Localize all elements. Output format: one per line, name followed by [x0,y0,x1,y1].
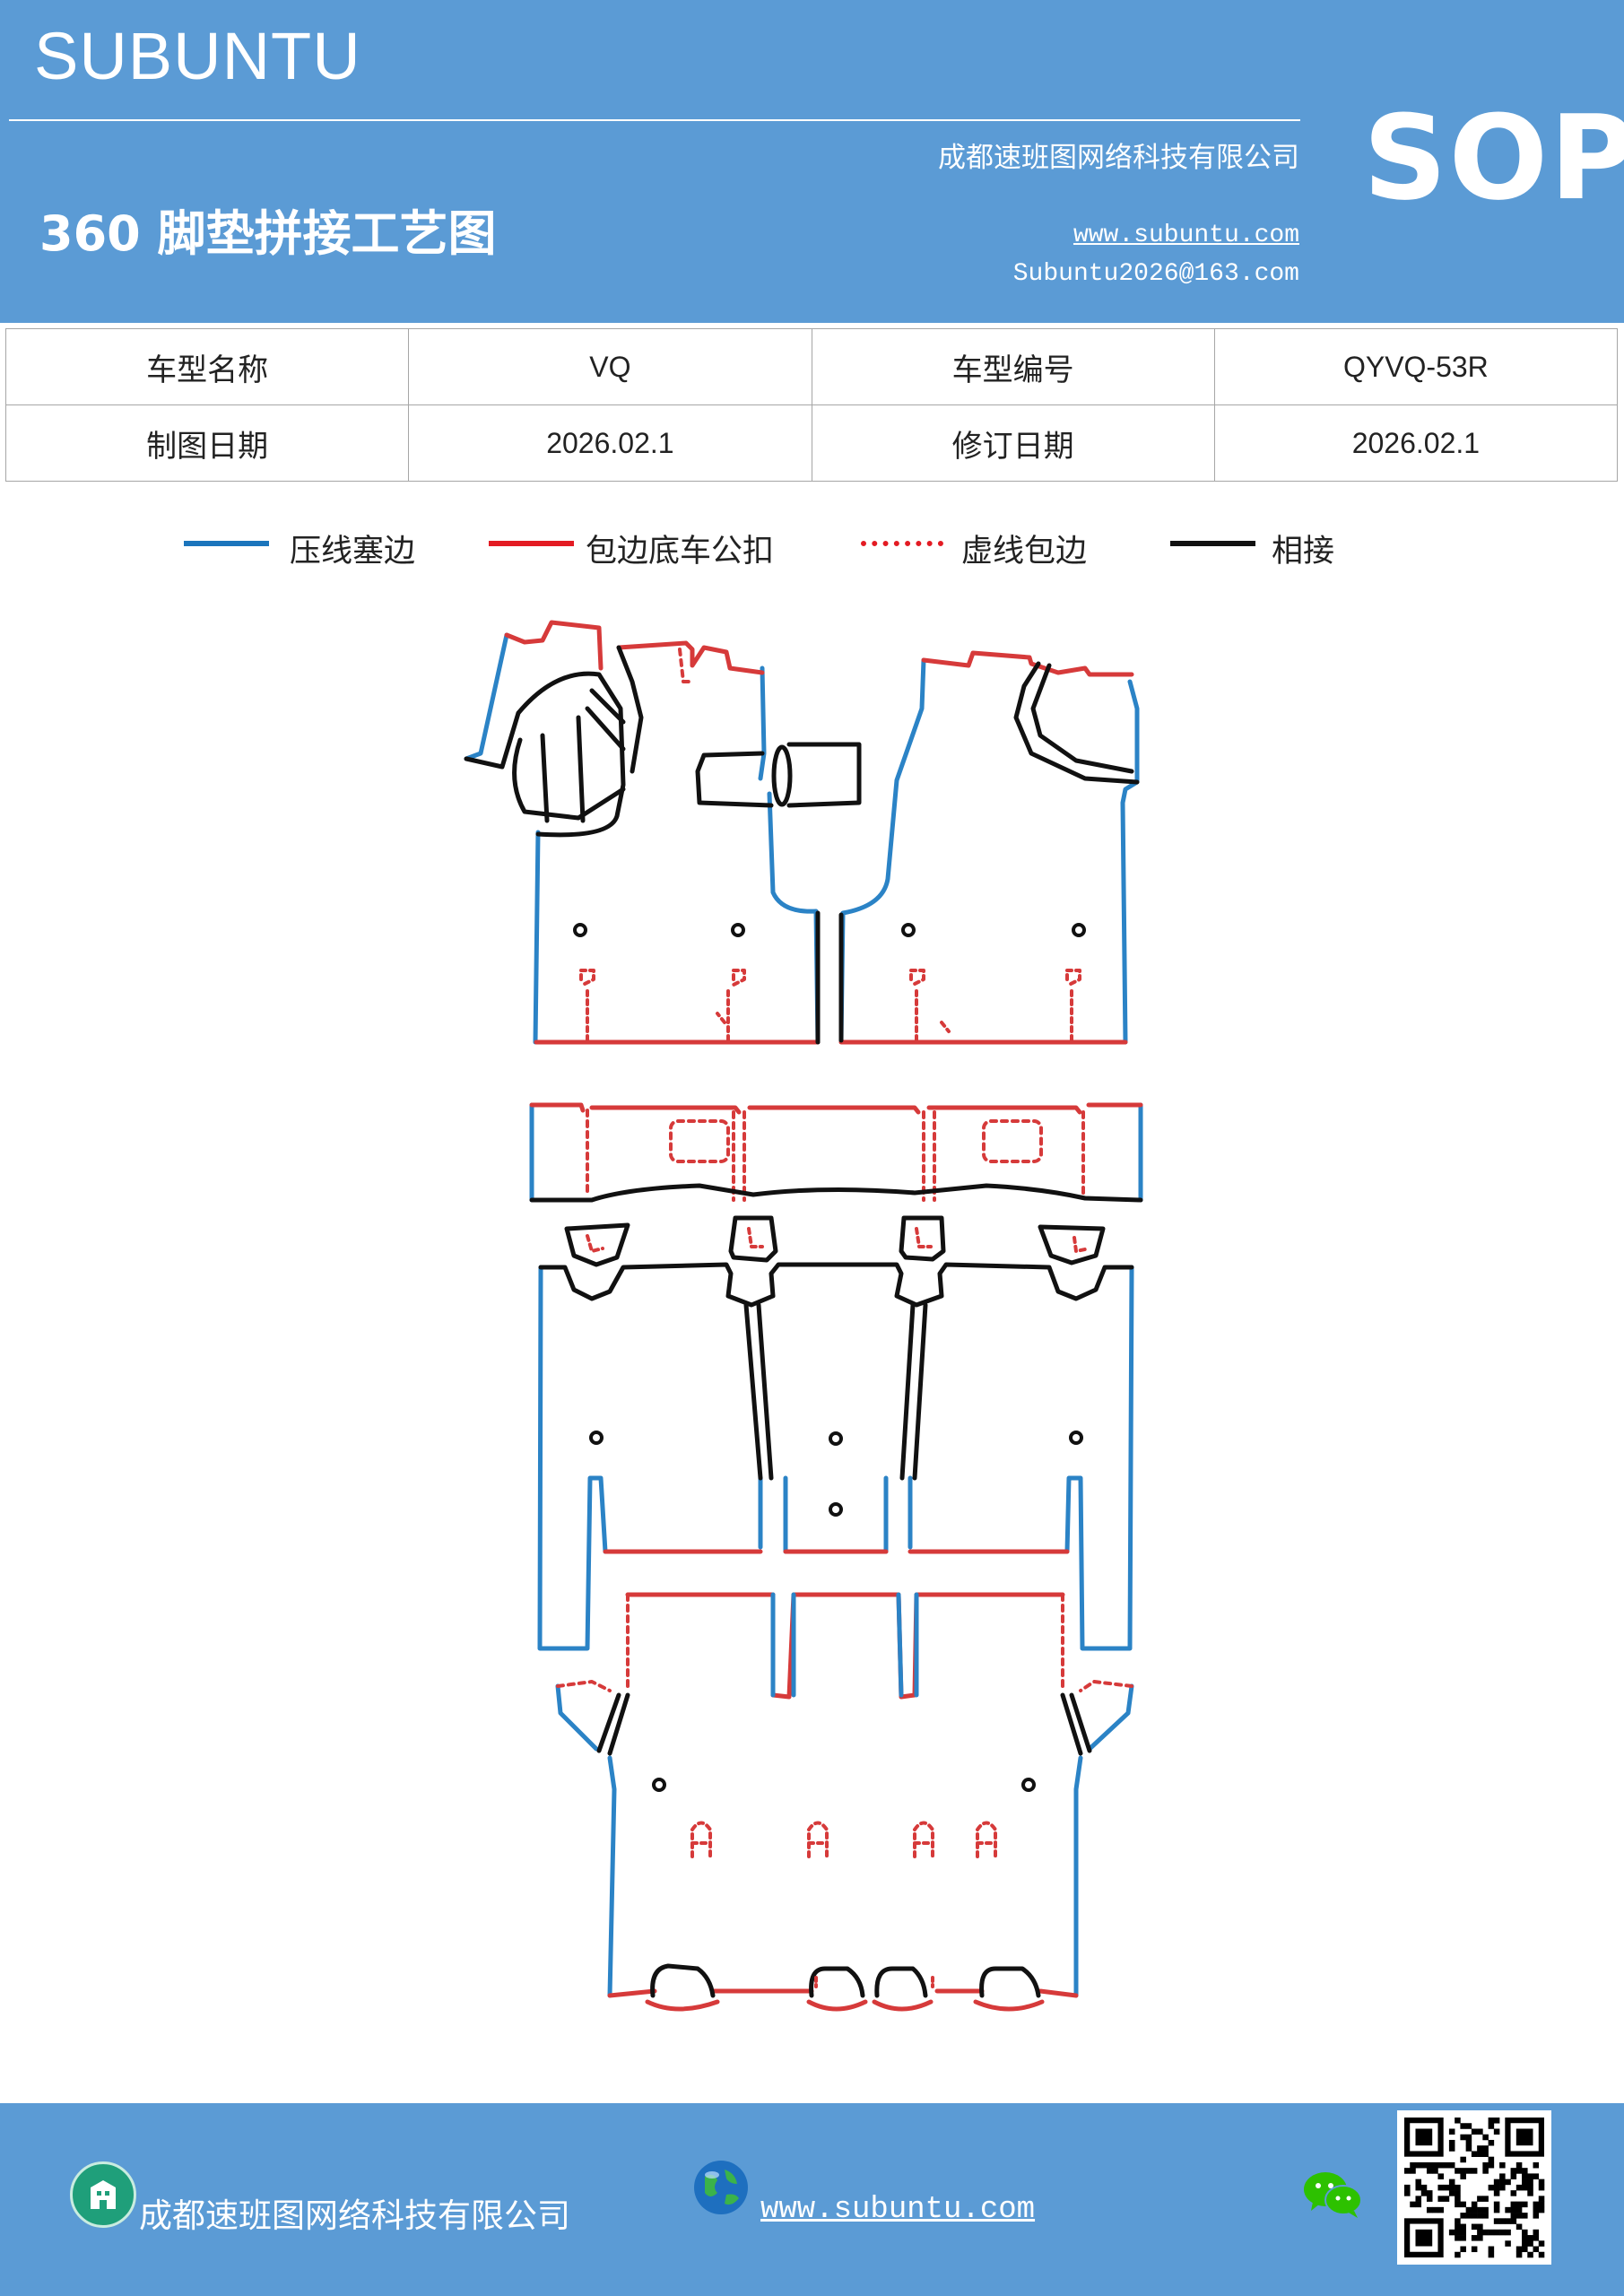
table-row: 车型名称 VQ 车型编号 QYVQ-53R [4,328,1619,405]
piece-front-left [464,620,862,1045]
footer-website-link[interactable]: www.subuntu.com [760,2193,1036,2227]
model-code-value: QYVQ-53R [1213,328,1619,405]
legend-swatch-red-dotted [861,541,943,546]
brand-name: SUBUNTU [34,19,361,93]
document-title: 360 脚垫拼接工艺图 [39,205,497,262]
sop-badge: SOP [1363,90,1624,226]
legend-label: 虚线包边 [961,534,1088,570]
header-email: Subuntu2026@163.com [1012,260,1299,288]
qr-code[interactable] [1397,2110,1551,2265]
globe-icon [690,2157,751,2222]
header-divider [9,119,1300,121]
legend-label: 压线塞边 [290,534,416,570]
legend-label: 包边底车公扣 [586,534,775,570]
piece-second-row [537,1215,1134,1651]
model-name-value: VQ [408,328,812,405]
vehicle-info-table: 车型名称 VQ 车型编号 QYVQ-53R 制图日期 2026.02.1 修订日… [4,328,1619,482]
header-company: 成都速班图网络科技有限公司 [938,142,1299,174]
piece-third-row [555,1592,1134,2012]
draw-date-value: 2026.02.1 [408,404,812,482]
building-icon [70,2161,136,2228]
header-website-link[interactable]: www.subuntu.com [1073,222,1299,249]
legend: 压线塞边 包边底车公扣 虚线包边 相接 [0,520,1624,574]
revision-date-value: 2026.02.1 [1213,404,1619,482]
table-row: 制图日期 2026.02.1 修订日期 2026.02.1 [4,404,1619,482]
piece-second-row-strip [529,1102,1143,1203]
model-name-label: 车型名称 [4,328,410,405]
legend-swatch-black [1170,541,1255,546]
model-code-label: 车型编号 [811,328,1215,405]
legend-swatch-blue [184,541,269,546]
legend-swatch-red [489,541,574,546]
header-banner: SUBUNTU 成都速班图网络科技有限公司 360 脚垫拼接工艺图 www.su… [0,0,1624,323]
piece-front-right [838,650,1140,1045]
legend-label: 相接 [1272,534,1335,570]
footer-company: 成都速班图网络科技有限公司 [139,2196,570,2235]
footer-banner: 成都速班图网络科技有限公司 www.subuntu.com [0,2103,1624,2296]
revision-date-label: 修订日期 [811,404,1215,482]
draw-date-label: 制图日期 [4,404,410,482]
wechat-icon[interactable] [1302,2168,1365,2225]
